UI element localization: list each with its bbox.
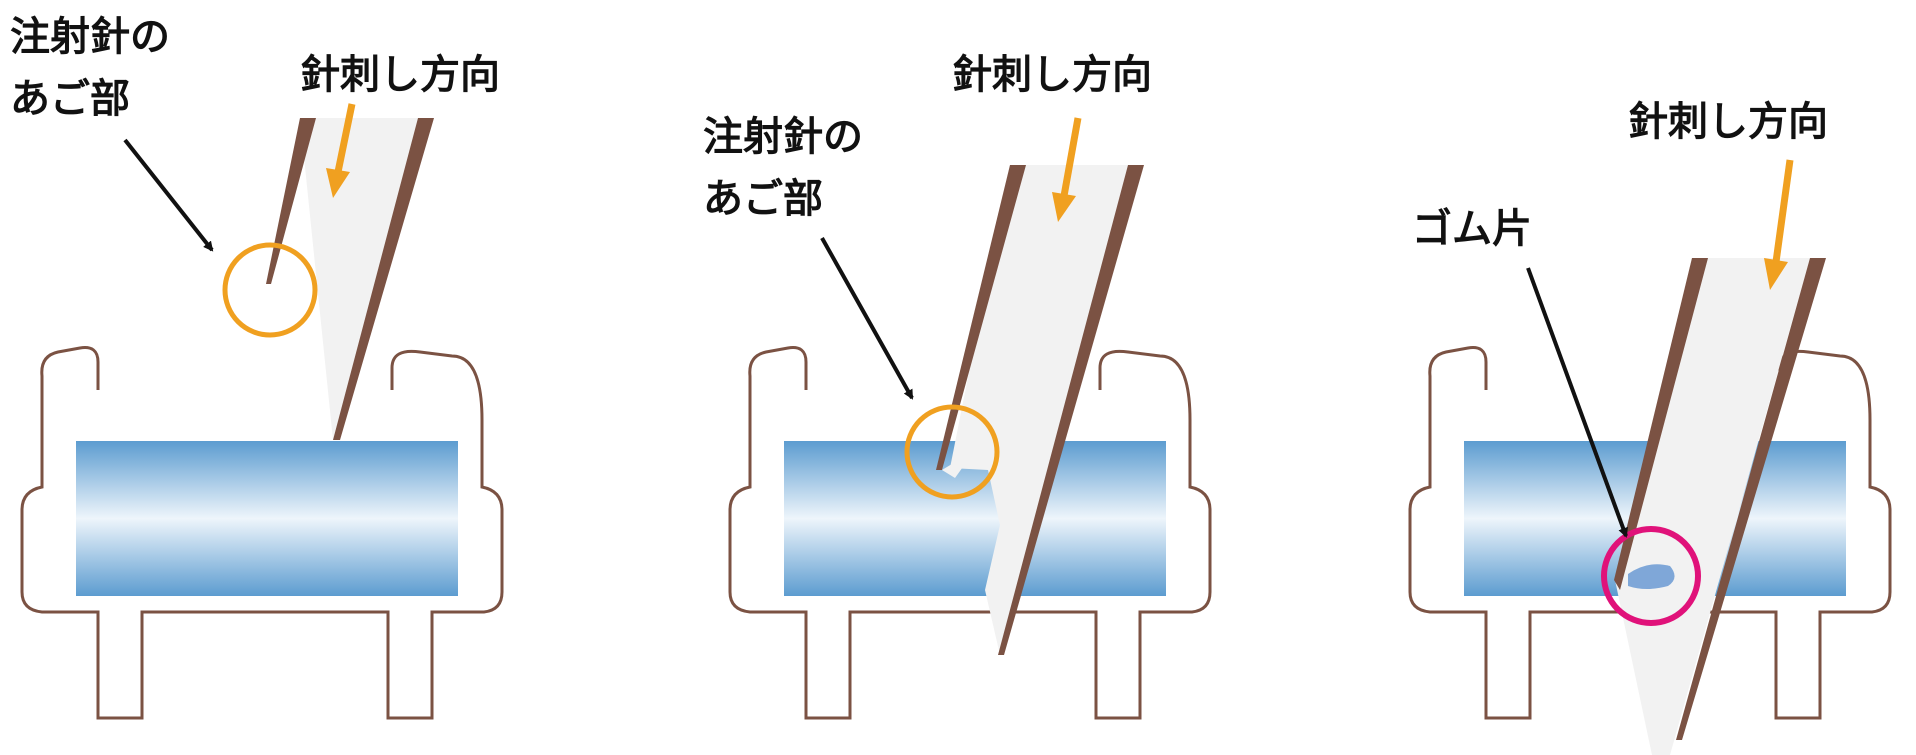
callout-label: 注射針の [703, 114, 863, 160]
panel-3: ゴム片 針刺し方向 [1408, 99, 1892, 755]
rubber-fragment [1628, 564, 1675, 589]
rubber-core-notch [942, 450, 975, 478]
needle-wall-left [1614, 258, 1708, 590]
fragment-highlight [1601, 526, 1701, 626]
needle-wall-right [1676, 258, 1826, 740]
needle-heel-highlight [222, 242, 318, 338]
needle-body [950, 165, 1128, 655]
needle-direction-arrow [326, 103, 356, 198]
callout-label: あご部 [703, 176, 823, 222]
callout-label: ゴム片 [1412, 206, 1532, 252]
panel-2: 注射針の あご部 針刺し方向 [703, 52, 1212, 720]
needle-wall-right [998, 165, 1144, 655]
needle-heel-highlight [904, 404, 1000, 500]
needle-direction-arrow [1052, 117, 1082, 222]
needle-wall-right [333, 118, 434, 440]
pointer-arrow [1526, 267, 1628, 538]
needle-wall-left [936, 165, 1026, 470]
needle-direction-arrow [1764, 159, 1794, 290]
direction-label: 針刺し方向 [300, 52, 500, 98]
callout-label: あご部 [10, 76, 130, 122]
rubber-stopper [76, 441, 458, 596]
direction-label: 針刺し方向 [952, 52, 1152, 98]
needle-wall-left [266, 118, 316, 284]
needle-body [300, 118, 418, 440]
direction-label: 針刺し方向 [1628, 99, 1828, 145]
panel-1: 注射針の あご部 針刺し方向 [10, 14, 504, 720]
pointer-arrow [123, 138, 214, 252]
pointer-arrow [820, 237, 914, 400]
callout-label: 注射針の [10, 14, 170, 60]
